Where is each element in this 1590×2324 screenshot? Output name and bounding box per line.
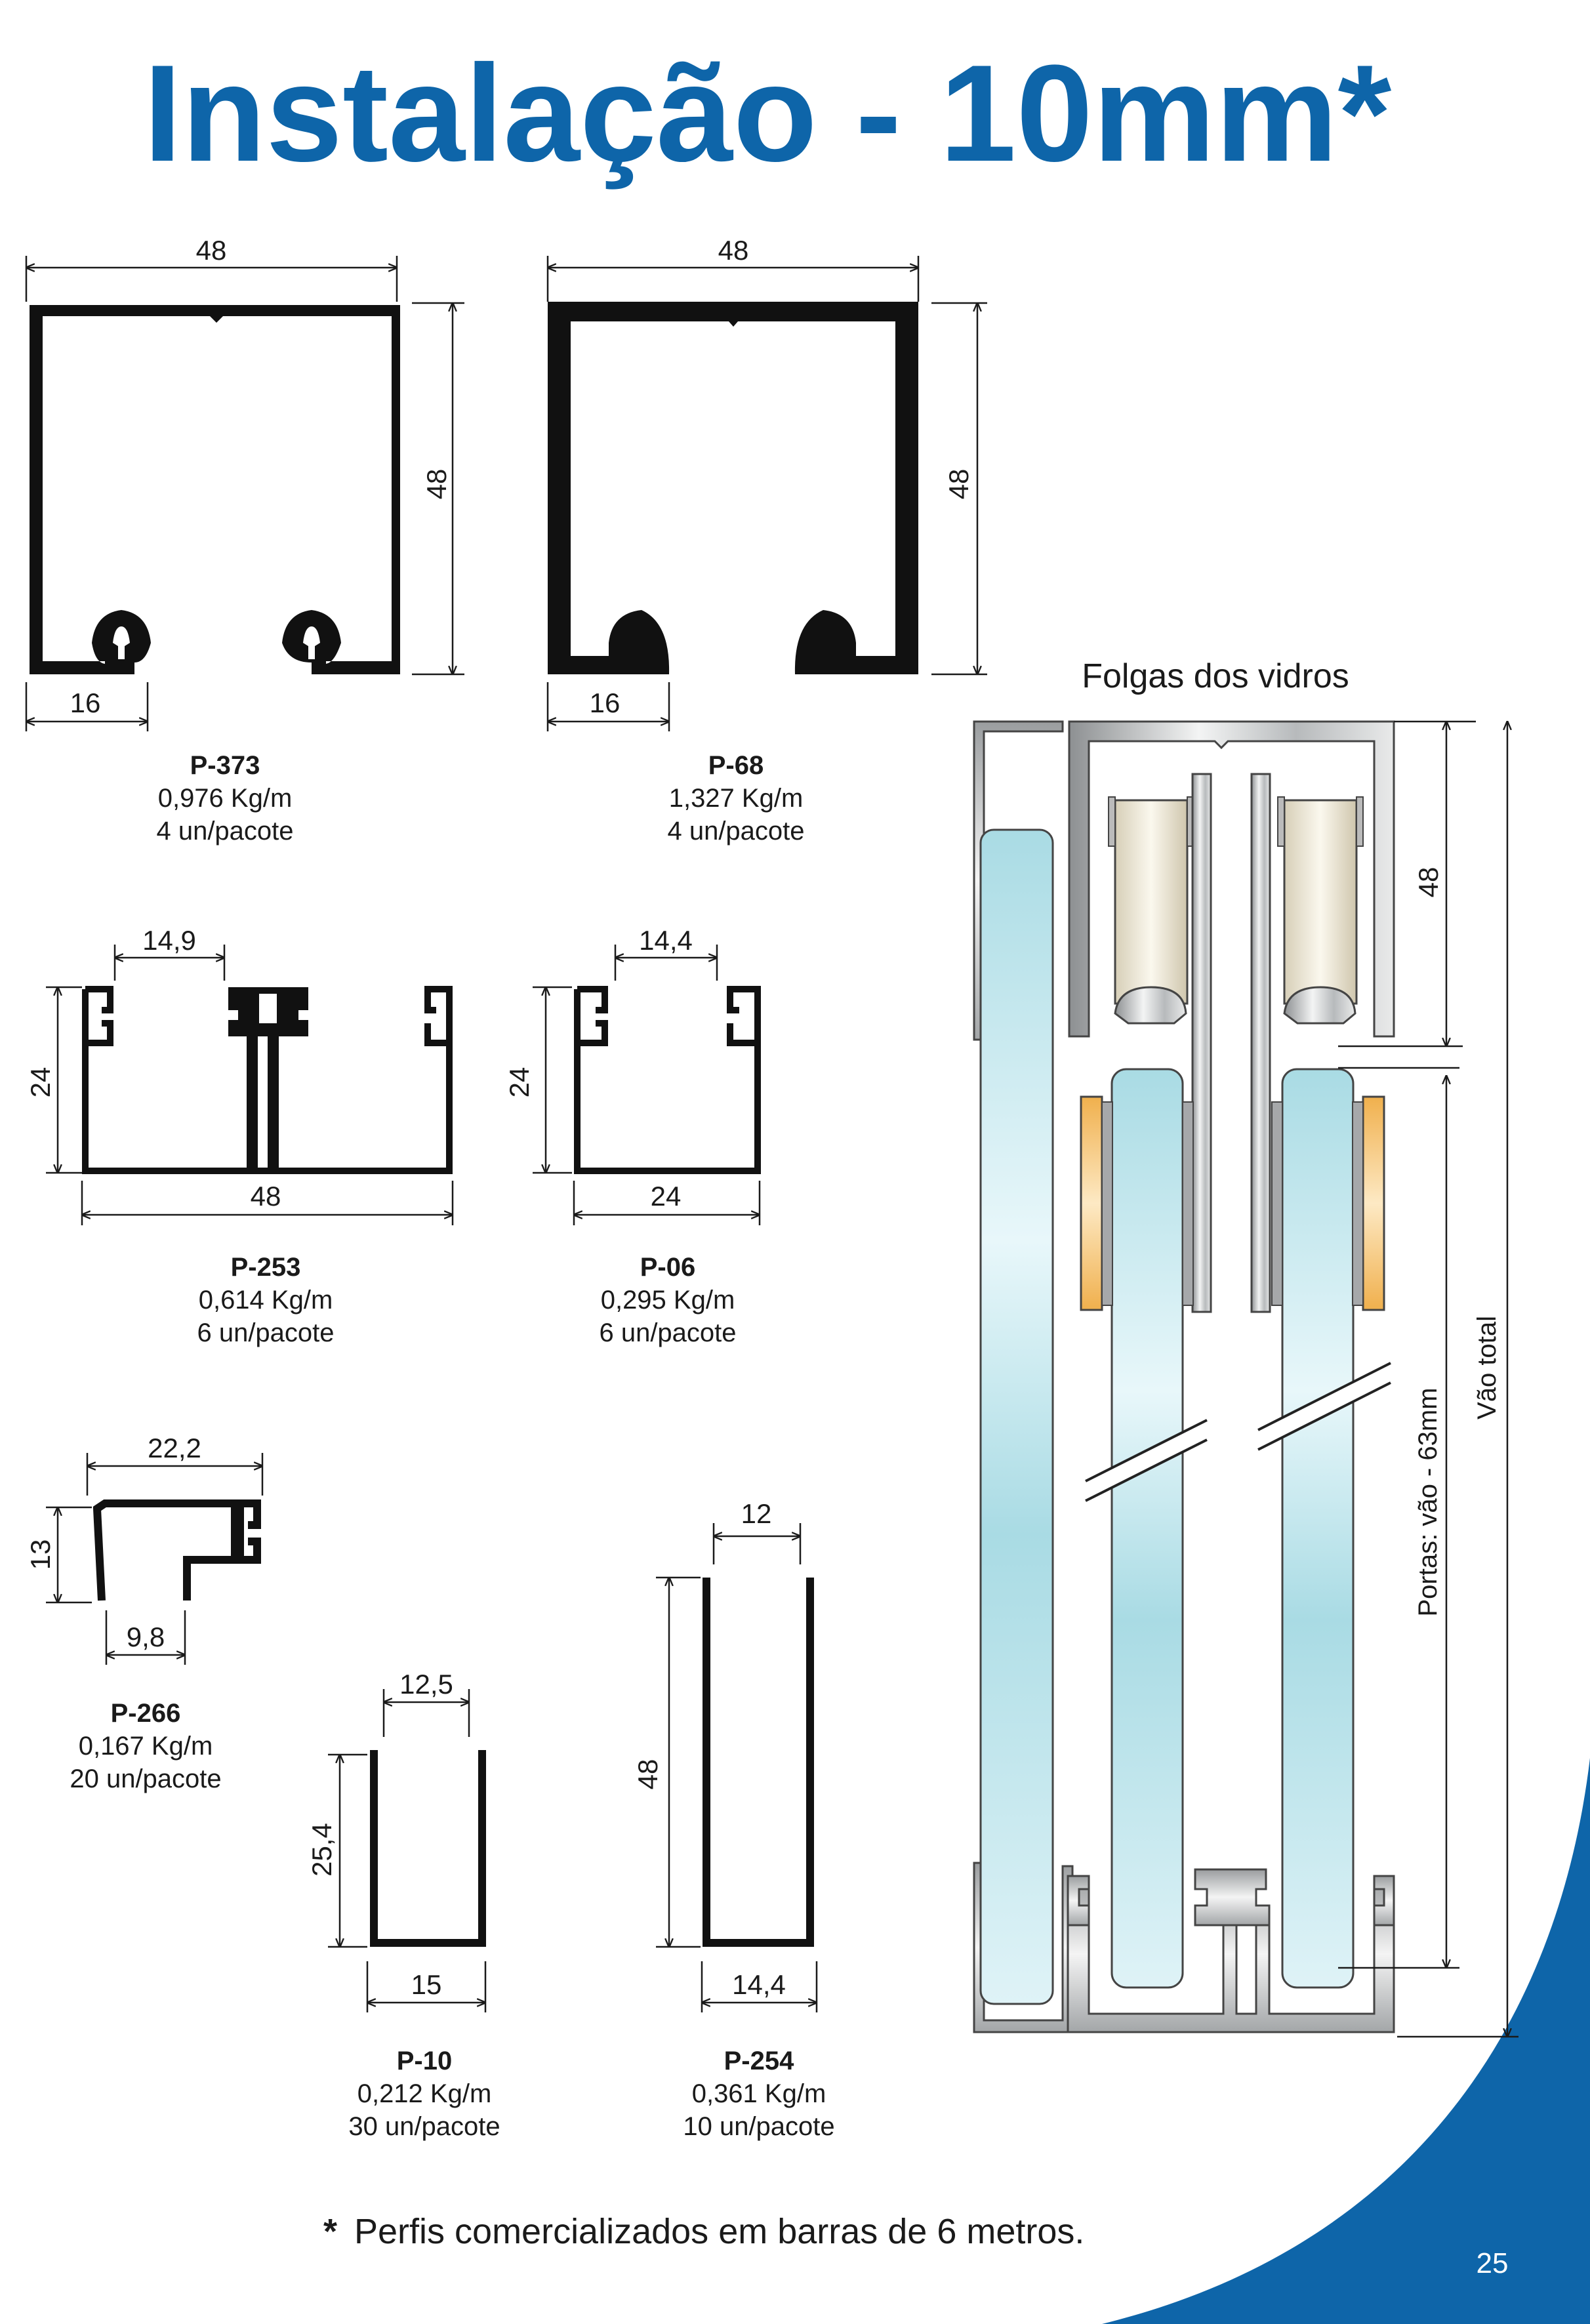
- profile-code: P-10: [397, 2047, 453, 2075]
- dim-width: 48: [196, 235, 227, 266]
- footnote-star: *: [323, 2212, 337, 2251]
- dim-height: 13: [25, 1539, 56, 1570]
- profile-pack: 4 un/pacote: [156, 817, 293, 846]
- profile-pack: 6 un/pacote: [599, 1318, 736, 1347]
- hanger-left: [1191, 773, 1212, 1313]
- profile-p06: 14,4 24 24 P-06 0,295 Kg/m 6 un/pacote: [504, 925, 761, 1347]
- corner-decoration: [1102, 1758, 1590, 2324]
- dim-top: 12: [741, 1498, 772, 1529]
- break-lines: [1085, 1362, 1391, 1502]
- profile-lip: [231, 1507, 244, 1558]
- profile-shape: [82, 986, 453, 1174]
- dim-height: 48: [632, 1759, 663, 1790]
- profile-code: P-373: [190, 751, 260, 780]
- profile-p253: 14,9 24 48 P-253 0,614 Kg/m 6 un/pacote: [25, 925, 454, 1347]
- profile-code: P-266: [111, 1699, 181, 1728]
- dim-height: 48: [943, 469, 974, 500]
- dim-width: 22,2: [148, 1433, 201, 1463]
- dim-slot: 16: [70, 687, 101, 718]
- dim-top: 12,5: [399, 1669, 453, 1700]
- dim-width: 14,4: [732, 1969, 786, 2000]
- top-rail: [1068, 720, 1395, 1038]
- fixed-glass-pane: [979, 828, 1054, 2005]
- profile-p68: 48 48 16 P-68 1,327 Kg/m 4 un/pacote: [546, 235, 987, 846]
- roller-left-track: [1114, 986, 1187, 1025]
- dim-height: 24: [25, 1067, 56, 1098]
- dim-slot: 16: [590, 687, 621, 718]
- dim-width: 15: [411, 1969, 442, 2000]
- sliding-glass-right: [1281, 1068, 1355, 1989]
- bottom-guide-center: [1194, 1868, 1271, 1926]
- profile-pack: 10 un/pacote: [683, 2112, 834, 2141]
- profile-weight: 0,614 Kg/m: [199, 1286, 333, 1315]
- profile-shape: [92, 1499, 261, 1601]
- dim-width: 24: [651, 1181, 682, 1212]
- dim-total: Vão total: [1473, 1316, 1501, 1419]
- dim-width: 48: [251, 1181, 281, 1212]
- profile-p266: 22,2 13 9,8 P-266 0,167 Kg/m 20 un/pacot…: [25, 1433, 264, 1793]
- profile-shape: [574, 986, 761, 1174]
- roller-right-track: [1283, 986, 1356, 1025]
- profile-pack: 30 un/pacote: [348, 2112, 500, 2141]
- profile-weight: 0,167 Kg/m: [79, 1732, 213, 1761]
- profile-pack: 20 un/pacote: [70, 1764, 221, 1793]
- profile-p373: 48 48 16 P-373 0,976 Kg/m 4 un/pacote: [25, 235, 464, 846]
- profile-code: P-253: [231, 1253, 301, 1282]
- footnote-text: Perfis comercializados em barras de 6 me…: [354, 2212, 1084, 2251]
- profile-pack: 4 un/pacote: [667, 817, 804, 846]
- dim-top: 14,4: [639, 925, 693, 956]
- profile-shape: [370, 1750, 486, 1947]
- profile-code: P-06: [640, 1253, 696, 1282]
- dim-height: 24: [504, 1067, 535, 1098]
- profile-p10: 12,5 25,4 15 P-10 0,212 Kg/m 30 un/pacot…: [306, 1669, 500, 2141]
- page-title: Instalação - 10mm*: [144, 36, 1392, 190]
- profile-code: P-68: [708, 751, 764, 780]
- profile-shape: [703, 1578, 814, 1947]
- profile-shape: [30, 305, 400, 674]
- dim-top-rail: 48: [1413, 867, 1444, 898]
- clamp-tan-right: [1362, 1095, 1385, 1311]
- clamp-tan-left: [1080, 1095, 1103, 1311]
- profile-code: P-254: [724, 2047, 794, 2075]
- dim-top: 14,9: [142, 925, 196, 956]
- section-title: Folgas dos vidros: [1082, 657, 1349, 695]
- roller-right: [1283, 799, 1358, 1005]
- profile-p254: 12 48 14,4 P-254 0,361 Kg/m 10 un/pacote: [632, 1498, 835, 2141]
- profile-weight: 0,361 Kg/m: [692, 2079, 826, 2108]
- profile-pack: 6 un/pacote: [197, 1318, 334, 1347]
- profile-weight: 0,976 Kg/m: [158, 784, 293, 813]
- dim-doors: Portas: vão - 63mm: [1414, 1387, 1442, 1616]
- hanger-right: [1250, 773, 1271, 1313]
- sliding-glass-left: [1111, 1068, 1184, 1989]
- dim-height: 25,4: [306, 1823, 337, 1877]
- dim-bottom: 9,8: [127, 1621, 165, 1652]
- profile-weight: 0,212 Kg/m: [357, 2079, 492, 2108]
- dim-height: 48: [421, 469, 452, 500]
- profile-shape: [548, 302, 918, 674]
- profile-center-stem: [228, 987, 308, 1171]
- page-number: 25: [1477, 2247, 1509, 2279]
- roller-left: [1114, 799, 1189, 1005]
- assembly-section: Folgas dos vidros: [973, 657, 1519, 2038]
- dim-width: 48: [718, 235, 749, 266]
- profile-weight: 1,327 Kg/m: [669, 784, 804, 813]
- footnote: * Perfis comercializados em barras de 6 …: [323, 2212, 1084, 2251]
- profile-weight: 0,295 Kg/m: [601, 1286, 735, 1315]
